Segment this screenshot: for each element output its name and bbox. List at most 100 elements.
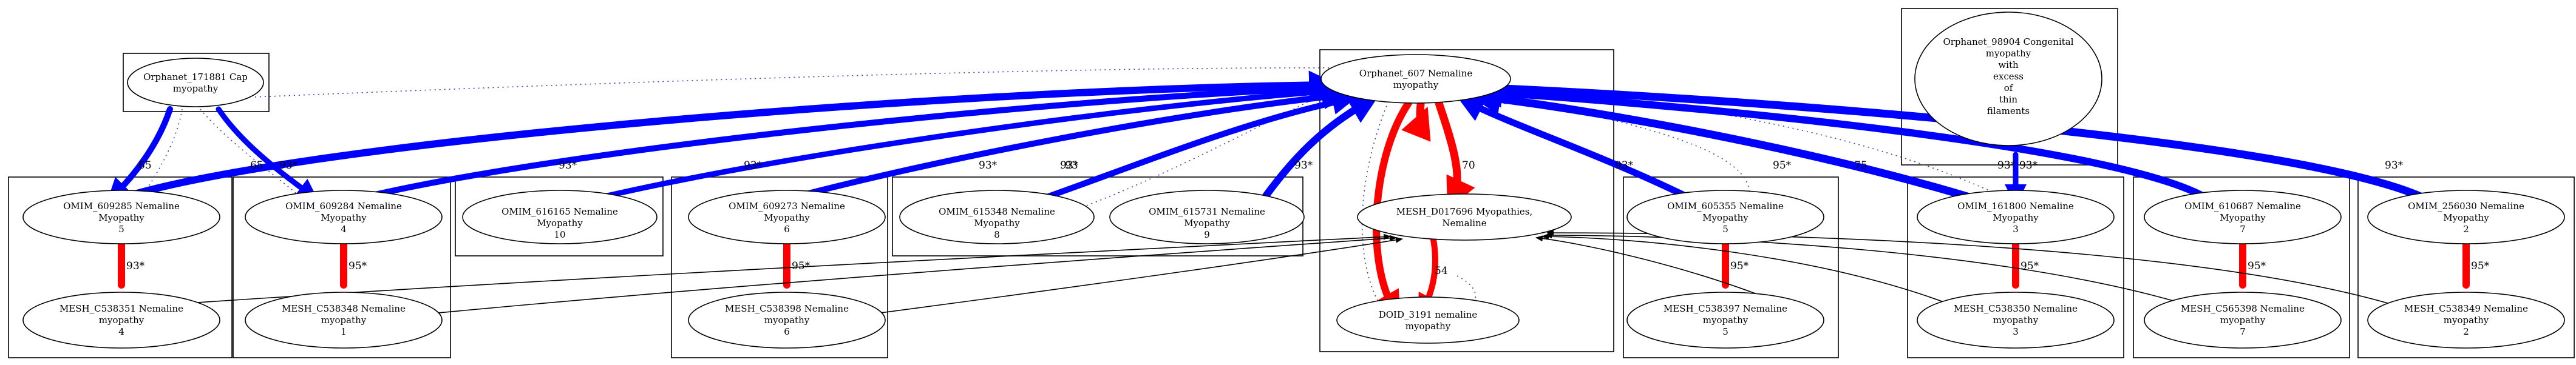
- node-orphanet-607[interactable]: Orphanet_607 Nemaline myopathy: [1320, 54, 1511, 104]
- node-label-line: Myopathy: [2443, 212, 2489, 223]
- edge-label: 93*: [559, 159, 577, 172]
- edge-label: 70: [1462, 159, 1475, 172]
- cluster-omim-616165: [455, 176, 664, 256]
- node-label-line: Myopathy: [98, 212, 144, 223]
- node-label-line: Myopathy: [1702, 212, 1748, 223]
- edge-labels: 65 65 93* 93* 93* 93* 93* 93 93* 70 75 5…: [126, 159, 2490, 277]
- node-label-line: 4: [118, 326, 124, 337]
- similarity-edge: [216, 106, 319, 201]
- node-label-line: MESH_C565398 Nemaline: [2181, 303, 2305, 314]
- node-mesh-c538348[interactable]: MESH_C538348 Nemaline myopathy 1: [245, 292, 443, 349]
- node-label-line: Orphanet_607 Nemaline: [1359, 68, 1473, 79]
- hierarchy-edge: [1545, 232, 2192, 307]
- cluster-orphanet-171881: [123, 53, 270, 112]
- cluster-omim-609273: [671, 176, 888, 358]
- similarity-edge: [780, 85, 1348, 203]
- node-mesh-c538350[interactable]: MESH_C538350 Nemaline myopathy 3: [1917, 292, 2115, 349]
- node-orphanet-171881[interactable]: Orphanet_171881 Cap myopathy: [127, 58, 264, 107]
- node-label-line: MESH_C538351 Nemaline: [59, 303, 183, 314]
- edge-label: 93*: [2385, 159, 2404, 172]
- edge-label: 65: [250, 159, 263, 172]
- node-mesh-c565398[interactable]: MESH_C565398 Nemaline myopathy 7: [2144, 292, 2342, 349]
- node-label-line: 1: [341, 326, 347, 337]
- cluster-omim-609284: [233, 176, 451, 358]
- node-mesh-c538349[interactable]: MESH_C538349 Nemaline myopathy 2: [2367, 292, 2565, 349]
- node-label-line: 3: [2013, 326, 2019, 337]
- node-label-line: OMIM_609273 Nemaline: [729, 201, 845, 212]
- similarity-edges: [106, 70, 2433, 206]
- cluster-omim-605355: [1623, 176, 1839, 358]
- edge-label: 93*: [1997, 159, 2016, 172]
- edge-label: 95*: [2248, 260, 2266, 272]
- similarity-edge: [1457, 97, 1698, 204]
- cluster-orphanet-98904: [1901, 8, 2118, 166]
- node-omim-161800[interactable]: OMIM_161800 Nemaline Myopathy 3: [1917, 190, 2115, 244]
- node-label-line: myopathy: [764, 315, 810, 326]
- node-mesh-c538397[interactable]: MESH_C538397 Nemaline myopathy 5: [1626, 292, 1824, 349]
- node-label-line: Myopathy: [2220, 212, 2266, 223]
- hierarchy-edge: [861, 236, 1403, 316]
- node-label-line: 7: [2240, 326, 2246, 337]
- edge-label: 95*: [2020, 260, 2039, 272]
- node-label-line: myopathy: [99, 315, 144, 326]
- node-omim-615731[interactable]: OMIM_615731 Nemaline Myopathy 9: [1109, 190, 1305, 244]
- node-mesh-c538398[interactable]: MESH_C538398 Nemaline myopathy 6: [688, 292, 886, 349]
- node-label-line: Myopathy: [974, 218, 1020, 229]
- node-label-line: 2: [2463, 224, 2469, 235]
- node-label-line: MESH_C538350 Nemaline: [1954, 303, 2078, 314]
- node-omim-609285[interactable]: OMIM_609285 Nemaline Myopathy 5: [22, 190, 220, 244]
- node-omim-610687[interactable]: OMIM_610687 Nemaline Myopathy 7: [2144, 190, 2342, 244]
- node-label-line: MESH_C538349 Nemaline: [2404, 303, 2528, 314]
- node-label-line: myopathy: [321, 315, 367, 326]
- edge-label: 75: [1854, 159, 1867, 172]
- similarity-edge: [1259, 96, 1379, 204]
- node-label-line: with: [1998, 59, 2019, 70]
- node-label-line: 6: [784, 326, 790, 337]
- hierarchy-edge: [1541, 233, 1956, 307]
- node-omim-605355[interactable]: OMIM_605355 Nemaline Myopathy 5: [1626, 190, 1824, 244]
- node-label-line: Myopathy: [1993, 212, 2039, 223]
- node-label-line: Nemaline: [1442, 218, 1486, 229]
- edge-label: 95*: [1730, 260, 1749, 272]
- equivalence-edge: [1435, 99, 1475, 210]
- node-label-line: Orphanet_98904 Congenital: [1943, 36, 2073, 47]
- edge-label: 93*: [126, 260, 145, 272]
- node-omim-256030[interactable]: OMIM_256030 Nemaline Myopathy 2: [2367, 190, 2565, 244]
- node-label-line: myopathy: [1703, 315, 1748, 326]
- edge-label: 95*: [2471, 260, 2490, 272]
- node-omim-616165[interactable]: OMIM_616165 Nemaline Myopathy 10: [462, 190, 658, 244]
- edge-label: 93: [1065, 159, 1078, 172]
- node-orphanet-98904[interactable]: Orphanet_98904 Congenital myopathy with …: [1914, 12, 2102, 146]
- node-omim-609273[interactable]: OMIM_609273 Nemaline Myopathy 6: [688, 190, 886, 244]
- similarity-edge: [349, 76, 1339, 203]
- node-label-line: 3: [2013, 224, 2019, 235]
- node-doid-3191[interactable]: DOID_3191 nemaline myopathy: [1336, 296, 1520, 344]
- node-label-line: Myopathy: [537, 218, 583, 229]
- node-omim-615348[interactable]: OMIM_615348 Nemaline Myopathy 8: [899, 190, 1095, 244]
- node-label-line: myopathy: [2220, 315, 2266, 326]
- node-label-line: 2: [2463, 326, 2469, 337]
- node-label-line: Myopathy: [1184, 218, 1230, 229]
- node-label-line: 7: [2240, 224, 2246, 235]
- node-label-line: OMIM_256030 Nemaline: [2408, 201, 2524, 212]
- node-label-line: DOID_3191 nemaline: [1379, 309, 1478, 320]
- edge-label: 93*: [279, 159, 298, 172]
- node-label-line: OMIM_609284 Nemaline: [285, 201, 402, 212]
- node-label-line: 10: [554, 229, 565, 240]
- edge-label: 95*: [1773, 159, 1792, 172]
- node-label-line: myopathy: [1993, 315, 2039, 326]
- node-label-line: 9: [1204, 229, 1210, 240]
- similarity-edge: [1035, 90, 1357, 203]
- node-omim-609284[interactable]: OMIM_609284 Nemaline Myopathy 4: [245, 190, 443, 244]
- edge-label: 65: [138, 159, 152, 172]
- edge-label: 93*: [2019, 159, 2038, 172]
- node-label-line: MESH_C538397 Nemaline: [1664, 303, 1787, 314]
- similarity-edge: [112, 70, 1338, 204]
- cluster-orphanet-607: [1319, 49, 1614, 352]
- node-mesh-d017696[interactable]: MESH_D017696 Myopathies, Nemaline: [1357, 193, 1572, 241]
- node-mesh-c538351[interactable]: MESH_C538351 Nemaline myopathy 4: [22, 292, 220, 349]
- edge-label: 95*: [348, 260, 367, 272]
- similarity-edge: [1469, 83, 1983, 204]
- similarity-edge: [106, 106, 173, 203]
- node-label-line: myopathy: [173, 83, 219, 94]
